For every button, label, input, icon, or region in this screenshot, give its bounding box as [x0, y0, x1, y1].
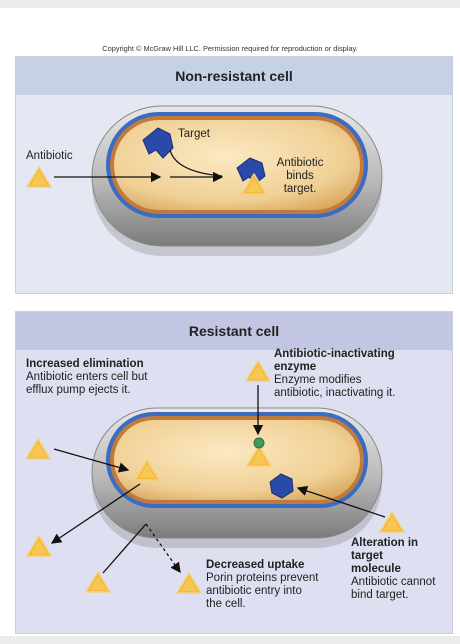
- alteration-label: Alteration in target molecule Antibiotic…: [351, 537, 436, 601]
- target-label: Target: [178, 128, 210, 140]
- non-resistant-cell: [91, 105, 383, 256]
- resistant-cell: [91, 407, 383, 548]
- enzyme-dot-icon: [253, 437, 265, 449]
- copyright-notice: Copyright © McGraw Hill LLC. Permission …: [102, 44, 358, 53]
- antibiotic-blocked-icon: [85, 571, 111, 593]
- resistant-title: Resistant cell: [16, 312, 452, 350]
- antibiotic-ejected-icon: [26, 535, 52, 557]
- antibiotic-porin-icon: [176, 572, 202, 594]
- antibiotic-enzyme-icon: [245, 360, 271, 382]
- uptake-label: Decreased uptake Porin proteins prevent …: [206, 559, 319, 610]
- binds-label: Antibiotic binds target.: [276, 157, 324, 195]
- altered-target-icon: [269, 473, 294, 499]
- antibiotic-icon: [26, 166, 52, 188]
- non-resistant-title: Non-resistant cell: [16, 57, 452, 95]
- inactivating-label: Antibiotic-inactivating enzyme Enzyme mo…: [274, 348, 396, 399]
- antibiotic-label: Antibiotic: [26, 150, 73, 162]
- target-molecule-icon: [142, 127, 174, 159]
- elimination-label: Increased elimination Antibiotic enters …: [26, 358, 148, 396]
- target-bound-icon: [236, 157, 266, 185]
- antibiotic-alteration-icon: [379, 511, 405, 533]
- antibiotic-outside-icon: [25, 438, 51, 460]
